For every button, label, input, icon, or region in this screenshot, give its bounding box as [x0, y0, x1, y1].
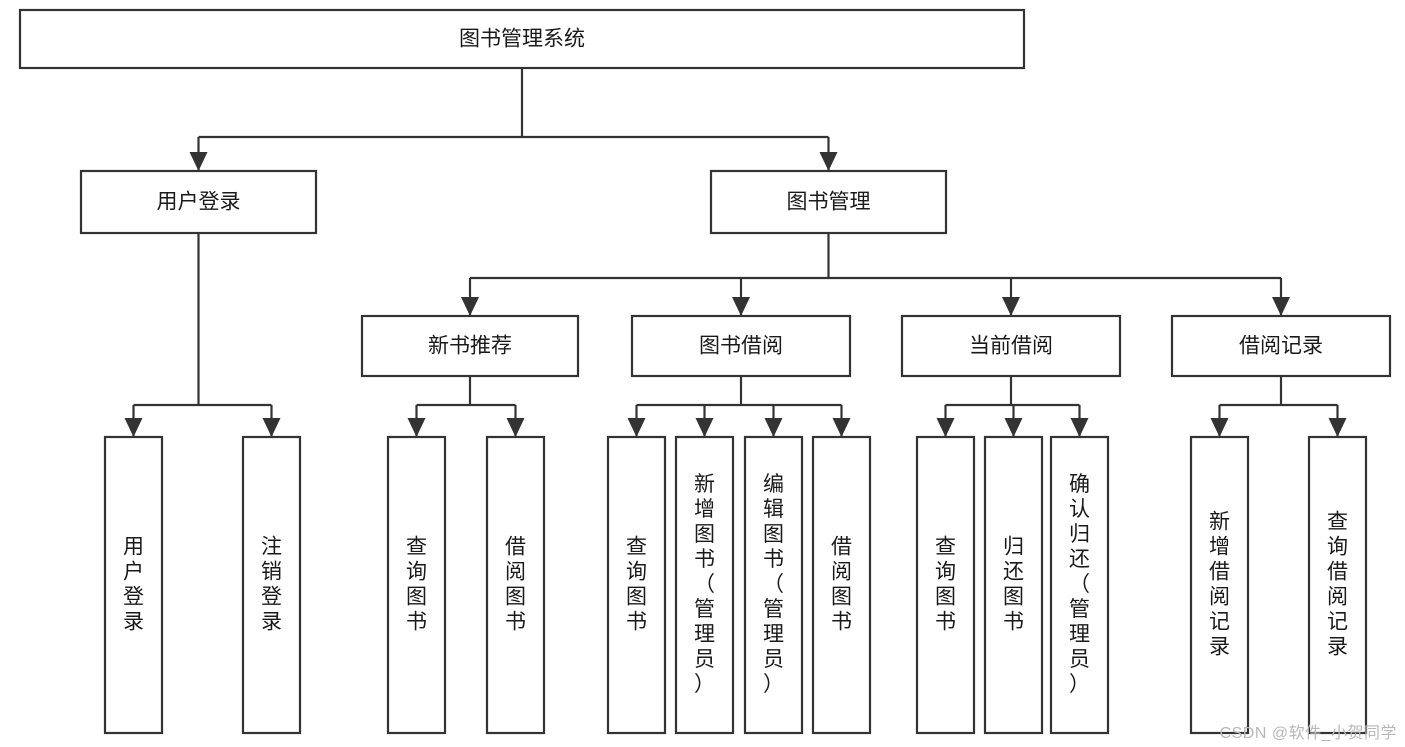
node-leaf-return-book-label: 归还图书 — [1003, 535, 1024, 633]
node-leaf-edit-book[interactable]: 编辑图书（管理员） — [743, 435, 804, 735]
node-leaf-query-book-2-label: 查询图书 — [626, 535, 647, 633]
node-leaf-query-book-1-box[interactable] — [386, 435, 447, 735]
book-borrow-drop-2-arrowhead — [764, 418, 783, 437]
book-mgmt-drop-1-arrowhead — [732, 297, 750, 316]
user-login-drop-0-arrowhead — [124, 418, 143, 437]
node-leaf-query-book-1-label: 查询图书 — [406, 535, 427, 633]
node-book-mgmt[interactable]: 图书管理 — [709, 169, 948, 235]
root-drop-0-arrowhead — [189, 152, 208, 171]
node-leaf-add-record-box[interactable] — [1189, 435, 1250, 735]
node-book-mgmt-box[interactable] — [709, 169, 948, 235]
node-leaf-add-book[interactable]: 新增图书（管理员） — [674, 435, 735, 735]
book-mgmt-drop-3-arrowhead — [1272, 297, 1290, 316]
new-book-rec-drop-0-arrowhead — [407, 418, 426, 437]
node-leaf-logout-box[interactable] — [241, 435, 302, 735]
current-borrow-drop-2-arrowhead — [1070, 418, 1089, 437]
node-root[interactable]: 图书管理系统 — [18, 8, 1026, 70]
node-leaf-edit-book-box[interactable] — [743, 435, 804, 735]
node-leaf-query-book-3-box[interactable] — [915, 435, 976, 735]
borrow-record-drop-0-arrowhead — [1210, 418, 1229, 437]
node-leaf-logout-label: 注销登录 — [261, 535, 282, 633]
node-leaf-borrow-book-1-label: 借阅图书 — [505, 535, 526, 633]
book-mgmt-drop-2-arrowhead — [1002, 297, 1020, 316]
node-leaf-query-record[interactable]: 查询借阅记录 — [1307, 435, 1368, 735]
node-layer: 图书管理系统用户登录图书管理新书推荐图书借阅当前借阅借阅记录用户登录注销登录查询… — [18, 8, 1392, 735]
book-borrow-drop-1-arrowhead — [695, 418, 714, 437]
node-leaf-borrow-book-2[interactable]: 借阅图书 — [811, 435, 872, 735]
current-borrow-drop-1-arrowhead — [1004, 418, 1023, 437]
root-drop-1-arrowhead — [819, 152, 838, 171]
node-borrow-record[interactable]: 借阅记录 — [1170, 314, 1392, 378]
node-leaf-query-book-1[interactable]: 查询图书 — [386, 435, 447, 735]
watermark-text: CSDN @软件_小贺同学 — [1219, 725, 1397, 742]
node-leaf-add-record-label: 新增借阅记录 — [1209, 510, 1230, 658]
node-leaf-confirm-return-label: 确认归还（管理员） — [1069, 473, 1090, 696]
node-leaf-query-record-box[interactable] — [1307, 435, 1368, 735]
node-book-borrow-label: 图书借阅 — [699, 335, 783, 358]
node-borrow-record-box[interactable] — [1170, 314, 1392, 378]
node-leaf-user-login-label: 用户登录 — [123, 535, 144, 633]
node-new-book-rec-label: 新书推荐 — [428, 335, 512, 358]
book-borrow-drop-3-arrowhead — [832, 418, 851, 437]
node-leaf-query-book-3[interactable]: 查询图书 — [915, 435, 976, 735]
node-leaf-query-record-label: 查询借阅记录 — [1327, 510, 1348, 658]
node-leaf-query-book-2[interactable]: 查询图书 — [606, 435, 667, 735]
book-mgmt-drop-0-arrowhead — [461, 297, 479, 316]
connector-layer — [124, 68, 1347, 437]
node-leaf-borrow-book-2-box[interactable] — [811, 435, 872, 735]
node-leaf-edit-book-label: 编辑图书（管理员） — [763, 473, 784, 696]
node-user-login[interactable]: 用户登录 — [79, 169, 318, 235]
node-user-login-box[interactable] — [79, 169, 318, 235]
node-current-borrow-box[interactable] — [900, 314, 1122, 378]
book-borrow-drop-0-arrowhead — [627, 418, 646, 437]
node-leaf-return-book[interactable]: 归还图书 — [983, 435, 1044, 735]
new-book-rec-drop-1-arrowhead — [506, 418, 525, 437]
node-leaf-add-book-label: 新增图书（管理员） — [694, 473, 715, 696]
user-login-drop-1-arrowhead — [262, 418, 281, 437]
node-book-borrow[interactable]: 图书借阅 — [630, 314, 852, 378]
node-leaf-return-book-box[interactable] — [983, 435, 1044, 735]
node-book-mgmt-label: 图书管理 — [787, 191, 871, 214]
node-leaf-confirm-return[interactable]: 确认归还（管理员） — [1049, 435, 1110, 735]
node-leaf-query-book-2-box[interactable] — [606, 435, 667, 735]
node-leaf-query-book-3-label: 查询图书 — [935, 535, 956, 633]
node-leaf-user-login[interactable]: 用户登录 — [103, 435, 164, 735]
node-current-borrow[interactable]: 当前借阅 — [900, 314, 1122, 378]
node-leaf-borrow-book-2-label: 借阅图书 — [831, 535, 852, 633]
node-root-label: 图书管理系统 — [459, 28, 585, 51]
node-current-borrow-label: 当前借阅 — [969, 335, 1053, 358]
node-new-book-rec[interactable]: 新书推荐 — [360, 314, 580, 378]
node-leaf-borrow-book-1-box[interactable] — [485, 435, 546, 735]
node-leaf-user-login-box[interactable] — [103, 435, 164, 735]
node-new-book-rec-box[interactable] — [360, 314, 580, 378]
current-borrow-drop-0-arrowhead — [936, 418, 955, 437]
node-root-box[interactable] — [18, 8, 1026, 70]
node-leaf-confirm-return-box[interactable] — [1049, 435, 1110, 735]
node-borrow-record-label: 借阅记录 — [1239, 335, 1323, 358]
node-leaf-add-record[interactable]: 新增借阅记录 — [1189, 435, 1250, 735]
node-user-login-label: 用户登录 — [157, 191, 241, 214]
node-book-borrow-box[interactable] — [630, 314, 852, 378]
node-leaf-borrow-book-1[interactable]: 借阅图书 — [485, 435, 546, 735]
borrow-record-drop-1-arrowhead — [1328, 418, 1347, 437]
node-leaf-add-book-box[interactable] — [674, 435, 735, 735]
node-leaf-logout[interactable]: 注销登录 — [241, 435, 302, 735]
